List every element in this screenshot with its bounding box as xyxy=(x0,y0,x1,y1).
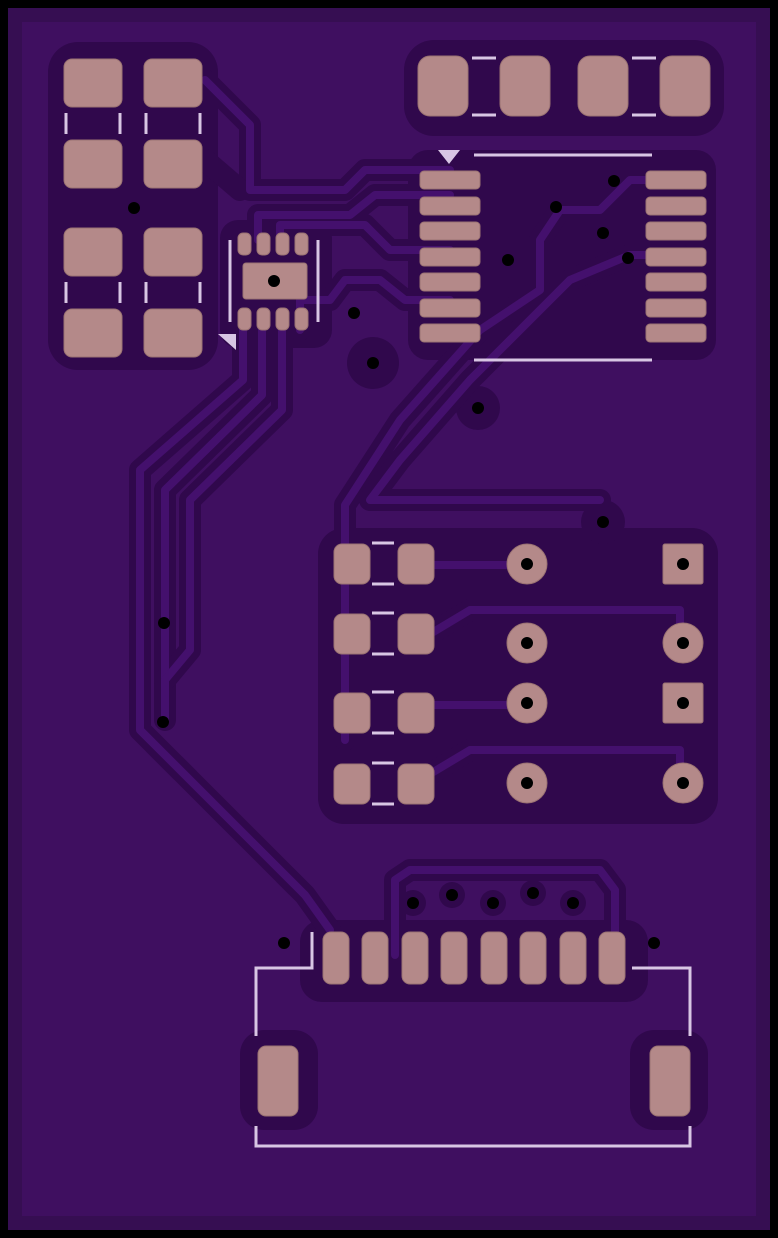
via xyxy=(268,275,280,287)
pad xyxy=(63,58,123,108)
via xyxy=(278,937,290,949)
pad xyxy=(143,139,203,189)
via xyxy=(158,617,170,629)
via xyxy=(446,889,458,901)
via xyxy=(550,201,562,213)
via xyxy=(157,716,169,728)
via xyxy=(472,402,484,414)
via xyxy=(597,227,609,239)
pad xyxy=(143,58,203,108)
mount-pad-left xyxy=(257,1045,299,1117)
via xyxy=(407,897,419,909)
via xyxy=(648,937,660,949)
pad xyxy=(143,227,203,277)
pad xyxy=(63,139,123,189)
pin1-marker xyxy=(218,334,236,350)
via xyxy=(348,307,360,319)
via xyxy=(502,254,514,266)
via xyxy=(622,252,634,264)
capacitors-top xyxy=(417,55,711,117)
via xyxy=(567,897,579,909)
via xyxy=(367,357,379,369)
via xyxy=(597,516,609,528)
pin1-marker xyxy=(438,150,460,164)
pad xyxy=(143,308,203,358)
via xyxy=(608,175,620,187)
via xyxy=(487,897,499,909)
resistor-array-left xyxy=(63,58,203,358)
via xyxy=(527,887,539,899)
pad xyxy=(63,308,123,358)
via xyxy=(128,202,140,214)
through-hole-header xyxy=(506,543,704,804)
vias xyxy=(128,175,660,949)
mount-pad-right xyxy=(649,1045,691,1117)
ic-soic xyxy=(419,150,707,362)
resistor-column xyxy=(333,541,435,806)
fpc-connector xyxy=(254,931,692,1148)
pad xyxy=(63,227,123,277)
